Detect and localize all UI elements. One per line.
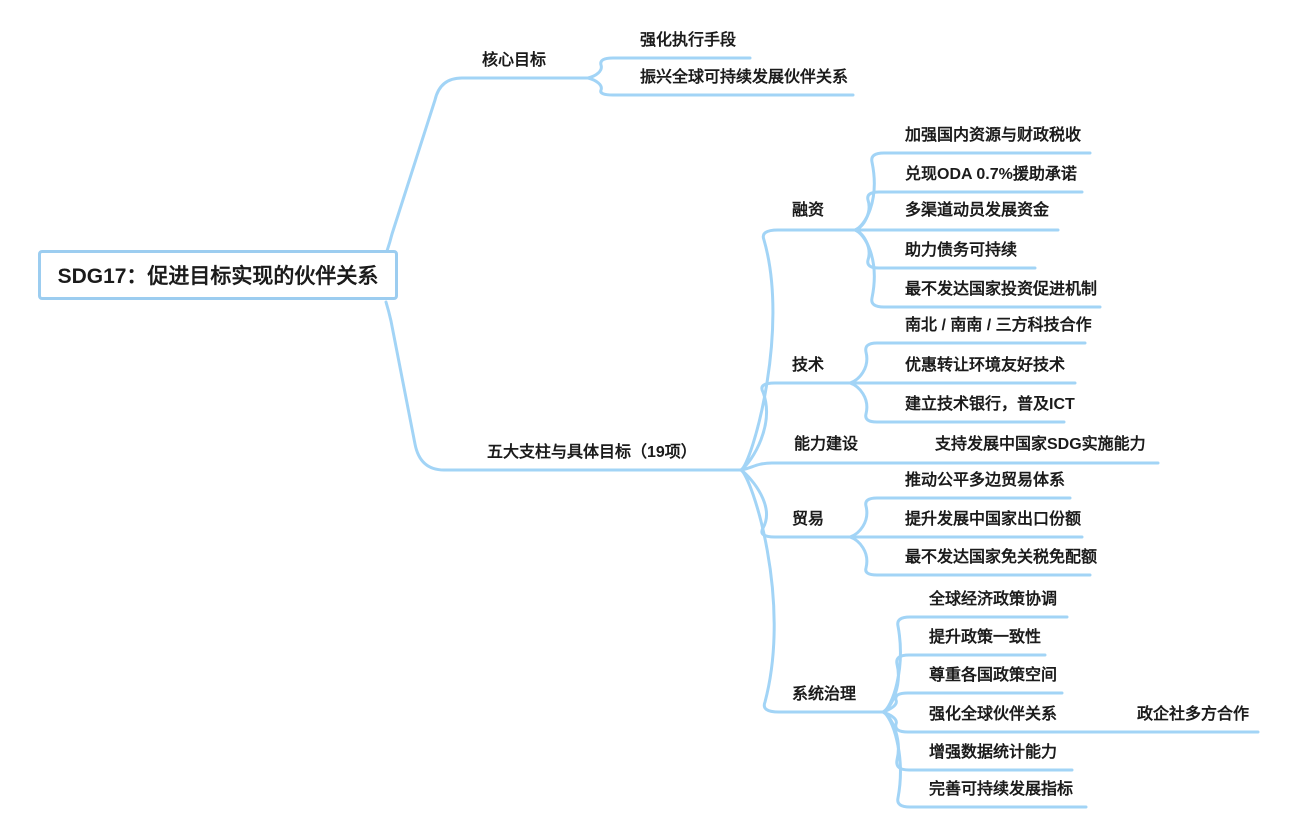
connector-trade-3 [848,535,1092,577]
connector-trade-1 [848,496,1072,539]
topic-core-goal-child[interactable]: 强化执行手段 [640,32,737,49]
connector-financing-2 [853,190,1084,232]
connector-pillars [384,300,743,472]
connector-governance-3 [881,691,1064,714]
topic-governance-item[interactable]: 提升政策一致性 [929,629,1042,646]
topic-financing-item[interactable]: 兑现ODA 0.7%援助承诺 [905,166,1077,183]
topic-core-goal[interactable]: 核心目标 [482,52,547,69]
topic-financing-item[interactable]: 多渠道动员发展资金 [905,202,1050,219]
connector-governance-2 [881,653,1047,714]
connector-governance-6 [881,710,1088,809]
connector-governance-4 [881,710,1260,734]
topic-core-goal-child[interactable]: 振兴全球可持续发展伙伴关系 [640,69,849,86]
connector-pillar-technology [739,381,854,472]
topic-trade[interactable]: 贸易 [792,511,825,528]
topic-technology-item[interactable]: 建立技术银行，普及ICT [905,396,1075,413]
topic-technology[interactable]: 技术 [792,357,825,374]
connector-pillar-financing [739,228,860,472]
connector-pillar-capacity [739,461,1160,472]
topic-financing[interactable]: 融资 [792,202,825,219]
topic-root[interactable]: SDG17：促进目标实现的伙伴关系 [38,250,398,300]
connector-core-goal [385,76,590,253]
topic-pillars[interactable]: 五大支柱与具体目标（19项） [487,444,697,461]
connector-core-child-1 [586,56,752,80]
topic-governance[interactable]: 系统治理 [792,686,857,703]
topic-trade-item[interactable]: 最不发达国家免关税免配额 [905,549,1098,566]
connector-technology-1 [848,341,1087,385]
topic-trade-item[interactable]: 提升发展中国家出口份额 [905,511,1082,528]
topic-technology-item[interactable]: 南北 / 南南 / 三方科技合作 [905,317,1092,334]
topic-capacity-item[interactable]: 支持发展中国家SDG实施能力 [935,436,1146,453]
topic-capacity[interactable]: 能力建设 [794,436,859,453]
connector-technology-3 [848,381,1066,424]
topic-governance-item[interactable]: 全球经济政策协调 [929,591,1058,608]
connector-financing-5 [853,228,1102,309]
topic-financing-item[interactable]: 加强国内资源与财政税收 [905,127,1082,144]
topic-governance-subitem[interactable]: 政企社多方合作 [1137,706,1250,723]
topic-technology-item[interactable]: 优惠转让环境友好技术 [905,357,1066,374]
connector-pillar-governance [739,468,887,714]
topic-governance-item[interactable]: 强化全球伙伴关系 [929,706,1058,723]
topic-governance-item[interactable]: 增强数据统计能力 [929,744,1058,761]
topic-financing-item[interactable]: 最不发达国家投资促进机制 [905,281,1098,298]
topic-trade-item[interactable]: 推动公平多边贸易体系 [905,472,1066,489]
connector-core-child-2 [586,76,855,97]
topic-governance-item[interactable]: 完善可持续发展指标 [929,781,1074,798]
topic-governance-item[interactable]: 尊重各国政策空间 [929,667,1058,684]
topic-financing-item[interactable]: 助力债务可持续 [905,242,1018,259]
